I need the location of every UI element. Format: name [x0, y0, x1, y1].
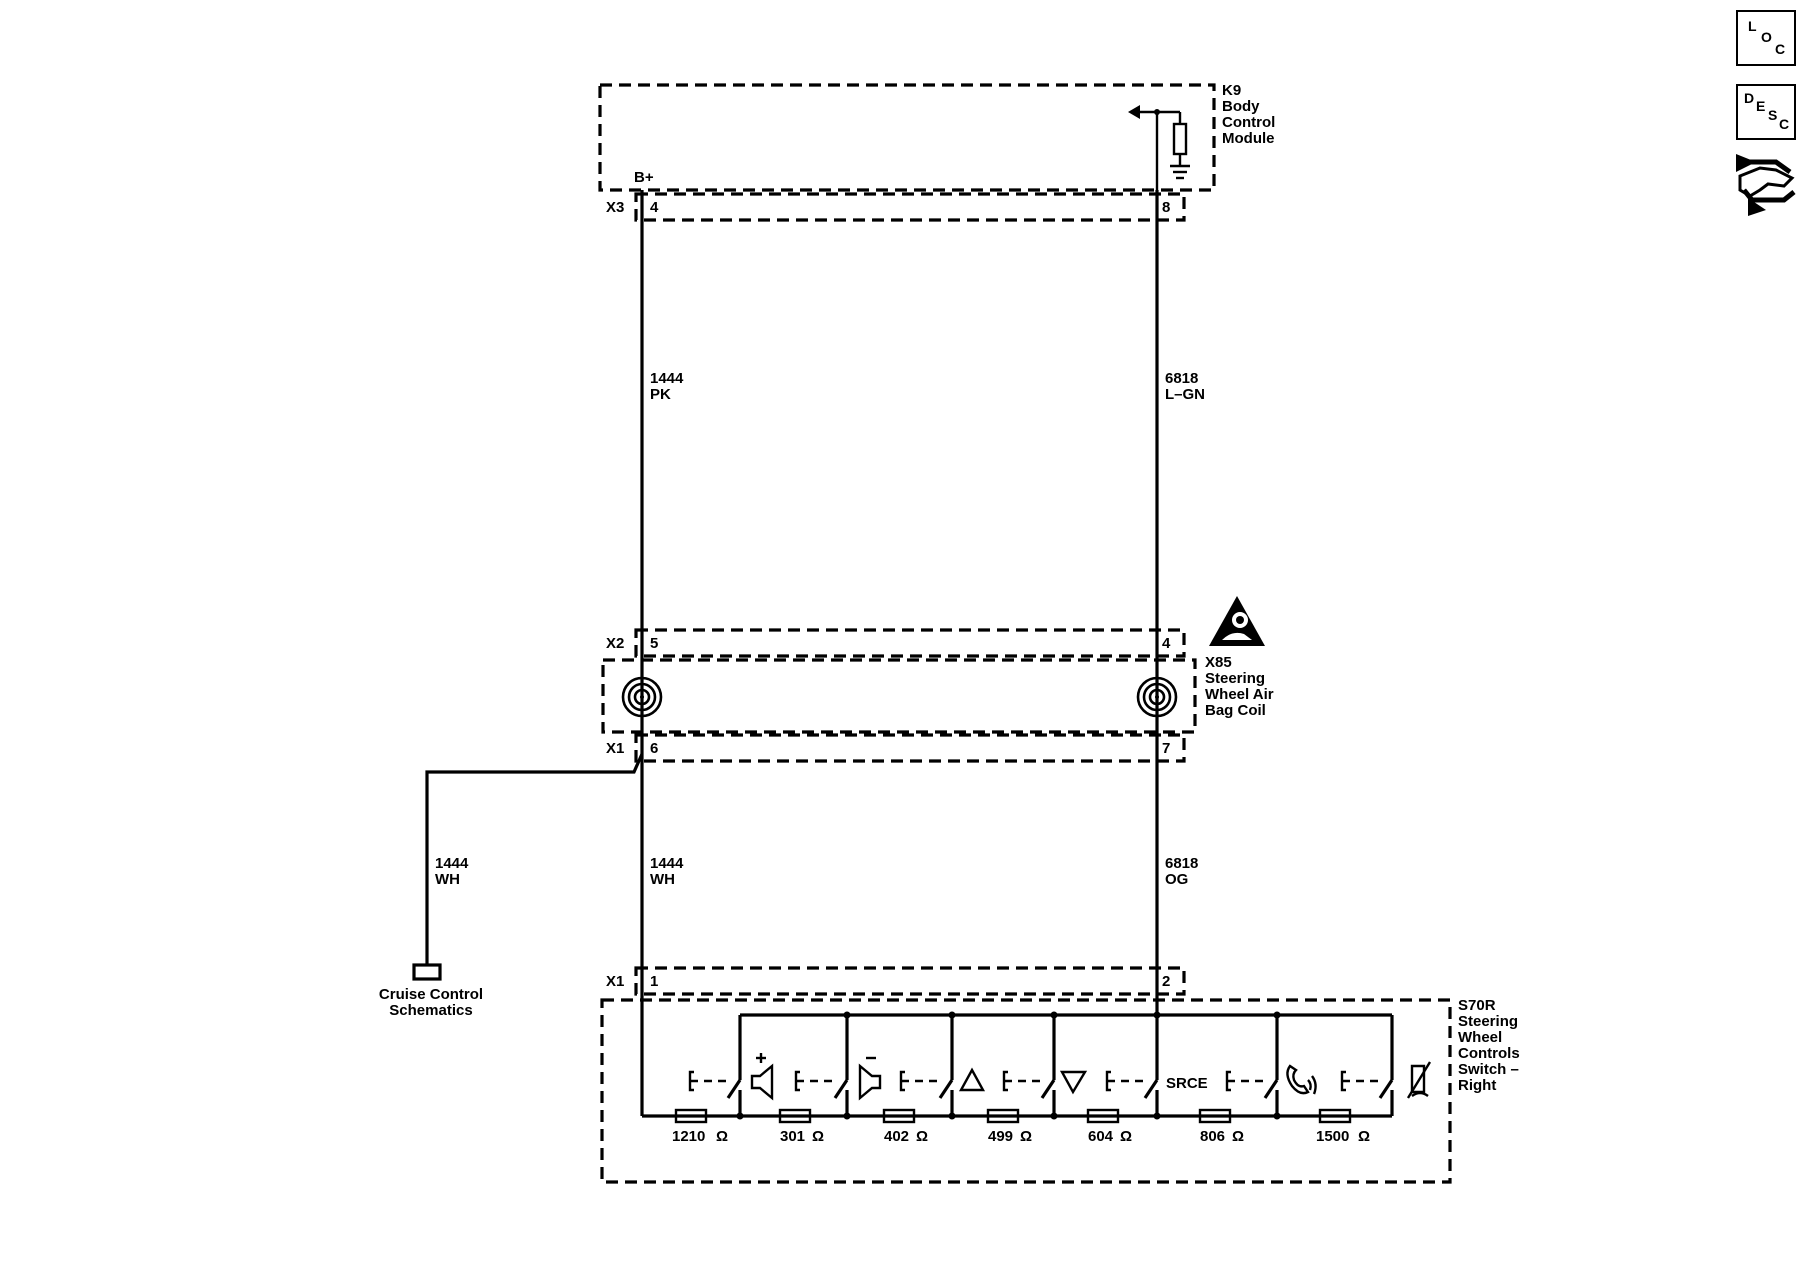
coil-spiral-left-icon	[621, 676, 663, 718]
x2-label: X2	[606, 635, 624, 652]
resistor-402	[882, 1108, 916, 1124]
x3-pin-8: 8	[1162, 199, 1170, 216]
s70r-name-line-2: Wheel	[1458, 1029, 1502, 1046]
resistor-value-5: 604	[1088, 1128, 1114, 1145]
resistor-301	[778, 1108, 812, 1124]
wire-branch-circuit: 1444	[435, 855, 469, 872]
s70r-switch-module[interactable]: S70R Steering Wheel Controls Switch – Ri…	[600, 997, 1520, 1184]
x85-name-line-3: Bag Coil	[1205, 702, 1266, 719]
seek-down-icon	[1059, 1070, 1088, 1095]
wire-upper-right-color: L–GN	[1165, 386, 1205, 403]
x1-coil-pin-7: 7	[1162, 740, 1170, 757]
wire-lower-left-color: WH	[650, 871, 675, 888]
input-arrow-icon	[1128, 105, 1140, 119]
k9-module-box	[598, 83, 1216, 192]
x3-pin-4: 4	[650, 199, 659, 216]
switch-columns	[726, 1011, 1394, 1120]
s70r-ref: S70R	[1458, 997, 1496, 1014]
wire-upper-right-circuit: 6818	[1165, 370, 1198, 387]
cruise-ref-line-2[interactable]: Schematics	[389, 1002, 472, 1019]
connector-x1-switch[interactable]: X1 1 2	[606, 966, 1186, 996]
wire-lower-right-color: OG	[1165, 871, 1188, 888]
k9-name-line-1: Body	[1222, 98, 1260, 115]
mute-icon	[1406, 1061, 1432, 1099]
wire-upper-left-circuit: 1444	[650, 370, 684, 387]
resistor-value-7: 1500	[1316, 1128, 1349, 1145]
resistor-1210	[674, 1108, 708, 1124]
s70r-name-line-1: Steering	[1458, 1013, 1518, 1030]
connector-x3[interactable]: X3 4 8	[606, 192, 1186, 222]
loc-letter-l: L	[1748, 18, 1757, 34]
desc-letter-s: S	[1768, 107, 1778, 123]
x85-name-line-1: Steering	[1205, 670, 1265, 687]
airbag-warning-icon	[1209, 596, 1265, 646]
connector-wrench-icon[interactable]	[1736, 154, 1796, 216]
x2-pin-5: 5	[650, 635, 658, 652]
phone-voice-icon	[1286, 1064, 1317, 1095]
resistor-499	[986, 1108, 1020, 1124]
connector-x1-coil[interactable]: X1 6 7	[606, 733, 1186, 763]
x2-pin-4: 4	[1162, 635, 1171, 652]
desc-letter-c: C	[1779, 116, 1790, 132]
x85-name-line-2: Wheel Air	[1205, 686, 1274, 703]
resistor-values: 1210 Ω 301 Ω 402 Ω 499 Ω 604 Ω 806 Ω 150…	[672, 1128, 1370, 1145]
wire-branch-color: WH	[435, 871, 460, 888]
cruise-ref-line-1[interactable]: Cruise Control	[379, 986, 483, 1003]
k9-input-pulldown	[1128, 105, 1190, 196]
k9-name-line-2: Control	[1222, 114, 1275, 131]
resistor-value-4: 499	[988, 1128, 1013, 1145]
ohm-3: Ω	[916, 1128, 928, 1145]
wire-lower-left-circuit: 1444	[650, 855, 684, 872]
x1-switch-pin-1: 1	[650, 973, 658, 990]
coil-spiral-right-icon	[1136, 676, 1178, 718]
loc-letter-o: O	[1761, 29, 1772, 45]
resistor-value-1: 1210	[672, 1128, 705, 1145]
x1-switch-pin-2: 2	[1162, 973, 1170, 990]
loc-letter-c: C	[1775, 41, 1786, 57]
ohm-7: Ω	[1358, 1128, 1370, 1145]
resistor-value-6: 806	[1200, 1128, 1225, 1145]
volume-up-icon	[750, 1053, 774, 1101]
location-button[interactable]: L O C	[1736, 10, 1796, 66]
resistor-value-2: 301	[780, 1128, 805, 1145]
ohm-1: Ω	[716, 1128, 728, 1145]
desc-letter-d: D	[1744, 90, 1755, 106]
s70r-name-line-5: Right	[1458, 1077, 1496, 1094]
resistor-604	[1086, 1108, 1120, 1124]
resistor-ladder	[674, 1108, 1352, 1124]
ohm-5: Ω	[1120, 1128, 1132, 1145]
resistor-value-3: 402	[884, 1128, 909, 1145]
volume-down-icon	[858, 1056, 882, 1101]
reference-connector-icon	[412, 963, 442, 981]
k9-body-control-module[interactable]: K9 Body Control Module B+	[598, 82, 1275, 196]
x1-coil-pin-6: 6	[650, 740, 658, 757]
x85-airbag-coil[interactable]: X85 Steering Wheel Air Bag Coil	[601, 596, 1274, 734]
x1-coil-label: X1	[606, 740, 624, 757]
s70r-name-line-3: Controls	[1458, 1045, 1520, 1062]
ohm-6: Ω	[1232, 1128, 1244, 1145]
b-plus-label: B+	[634, 169, 654, 186]
s70r-name-line-4: Switch –	[1458, 1061, 1519, 1078]
wire-branch-cruise[interactable]	[412, 753, 644, 981]
actuator-symbols	[688, 1070, 1378, 1092]
seek-up-icon	[958, 1067, 986, 1092]
source-label: SRCE	[1166, 1075, 1208, 1092]
x3-label: X3	[606, 199, 624, 216]
x85-ref: X85	[1205, 654, 1232, 671]
desc-letter-e: E	[1756, 98, 1766, 114]
k9-name-line-3: Module	[1222, 130, 1275, 147]
pulldown-resistor	[1172, 122, 1188, 156]
wire-lower-right-circuit: 6818	[1165, 855, 1198, 872]
description-button[interactable]: D E S C	[1736, 84, 1796, 140]
wire-upper-left-color: PK	[650, 386, 671, 403]
resistor-1500	[1318, 1108, 1352, 1124]
connector-x2[interactable]: X2 5 4	[606, 628, 1186, 658]
ohm-2: Ω	[812, 1128, 824, 1145]
x1-switch-label: X1	[606, 973, 624, 990]
k9-ref: K9	[1222, 82, 1241, 99]
ohm-4: Ω	[1020, 1128, 1032, 1145]
resistor-806	[1198, 1108, 1232, 1124]
